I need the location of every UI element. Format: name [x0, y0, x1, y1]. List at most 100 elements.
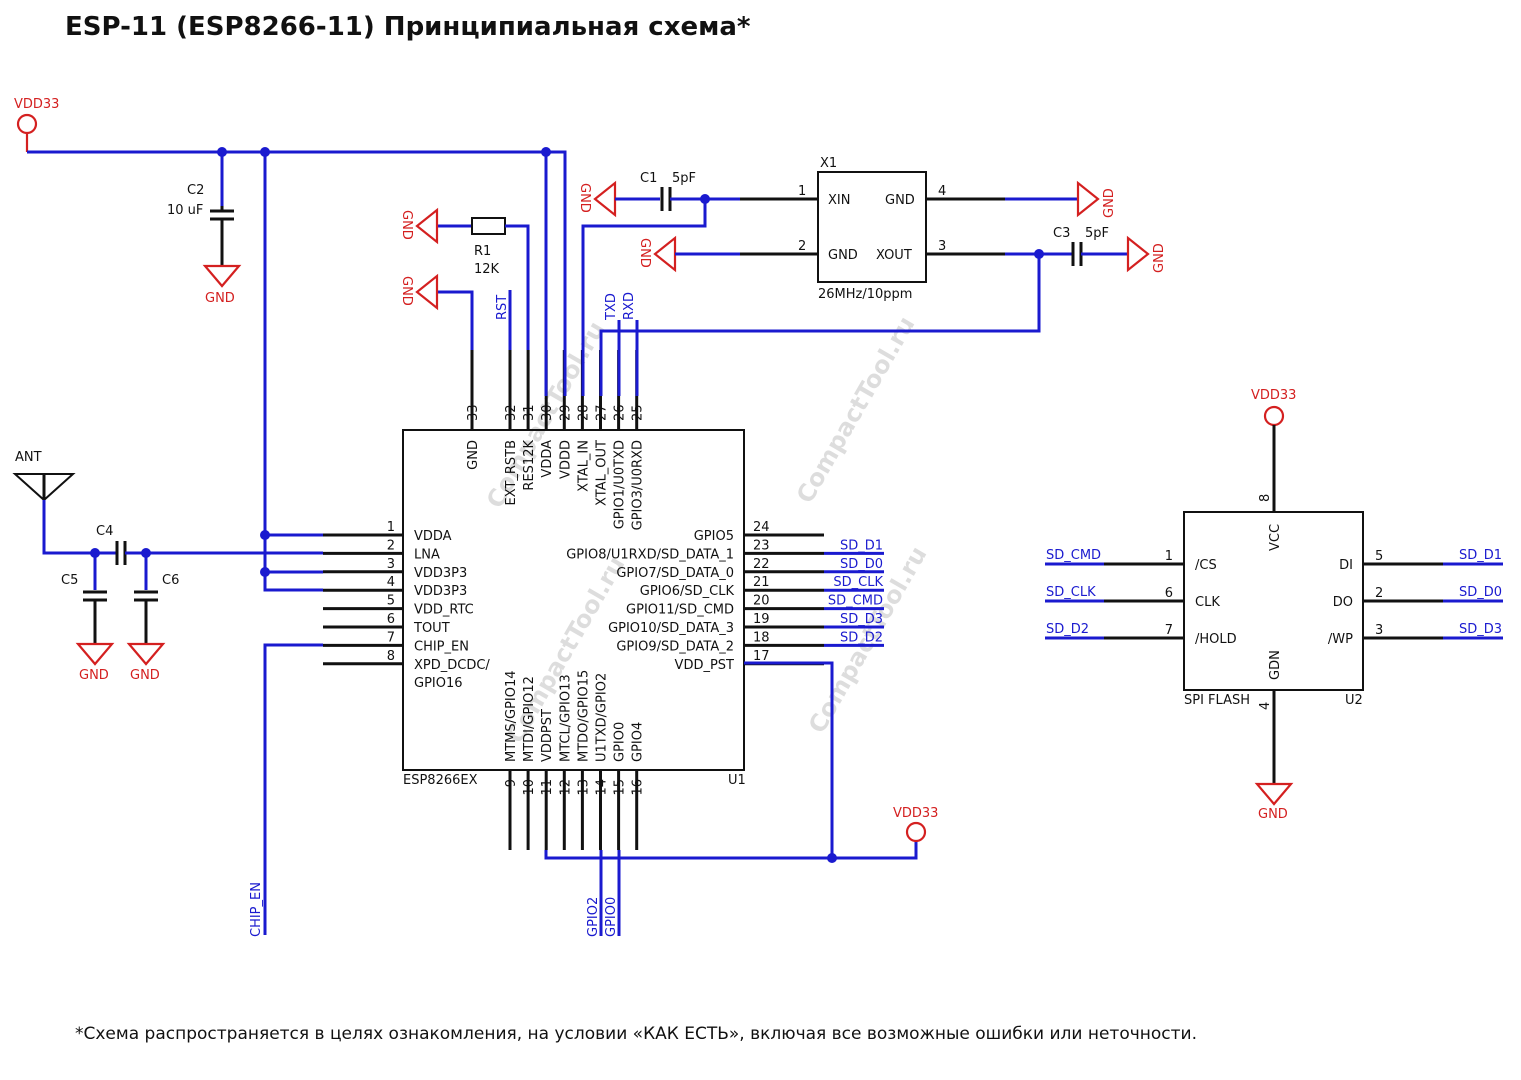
u1-pin-num-28: 28: [576, 404, 591, 421]
u2-pin4-num: 4: [1258, 702, 1273, 710]
capacitor-c2: C2 10 uF GND: [167, 183, 242, 306]
u1-pin-num-12: 12: [558, 779, 573, 796]
gpio2-label: GPIO2: [586, 897, 601, 937]
u1-part-label: ESP8266EX: [403, 773, 478, 788]
u1-pin-name-16: GPIO4: [631, 722, 646, 762]
antenna-section: ANT C4 C5 GND C6 GND: [12, 450, 323, 683]
u1-pin-num-10: 10: [522, 779, 537, 796]
esp8266-chip: ESP8266EX U1 1VDDA2LNA3VDD3P34VDD3P35VDD…: [323, 350, 884, 850]
u1-pin-name-23: GPIO8/U1RXD/SD_DATA_1: [566, 547, 734, 562]
u2-pin-num-2: 2: [1375, 586, 1383, 601]
c1-ref: C1: [640, 171, 657, 186]
gnd-label-x1-pin4: GND: [1102, 188, 1117, 218]
u1-pin-name-1: VDDA: [414, 529, 452, 544]
u1-pin-num-20: 20: [753, 594, 770, 609]
u1-pin-num-21: 21: [753, 575, 770, 590]
u1-pin-name-21: GPIO6/SD_CLK: [640, 584, 735, 599]
gnd-label-x1-pin2: GND: [637, 238, 652, 268]
u1-pin-num-4: 4: [387, 575, 395, 590]
u1-pin-num-29: 29: [558, 404, 573, 421]
gnd-label-c1: GND: [577, 183, 592, 213]
u1-pin-name-12: MTCL/GPIO13: [558, 674, 573, 762]
vdd33-symbol-u2: [1263, 405, 1285, 427]
u2-pin-name-1: /CS: [1195, 558, 1217, 573]
u1-pin-num-1: 1: [387, 520, 395, 535]
u1-right-pins: 24GPIO523GPIO8/U1RXD/SD_DATA_1SD_D122GPI…: [566, 520, 884, 673]
gnd-label-c2: GND: [205, 291, 235, 306]
r1-value: 12K: [474, 262, 500, 277]
u1-pin-name-26: GPIO1/U0TXD: [613, 440, 628, 529]
u2-ref-label: U2: [1345, 693, 1363, 708]
u2-pin-num-5: 5: [1375, 549, 1383, 564]
c1-value: 5pF: [672, 171, 696, 186]
gnd-symbol-c1: [593, 180, 617, 218]
chip-en-label: CHIP_EN: [249, 882, 264, 937]
u1-pin-num-33: 33: [466, 404, 481, 421]
u1-pin-name-31: RES12K: [522, 440, 537, 491]
u2-pin-name-6: CLK: [1195, 595, 1220, 610]
u1-pin-name-19: GPIO10/SD_DATA_3: [608, 621, 734, 636]
u1-pin-name-4: VDD3P3: [414, 584, 467, 599]
gnd-label-pin33: GND: [399, 276, 414, 306]
gnd-label-c6: GND: [130, 668, 160, 683]
u1-pin-name-17: VDD_PST: [675, 658, 735, 673]
x1-ref: X1: [820, 156, 837, 171]
gnd-symbol-c5: [75, 642, 115, 666]
gnd-symbol-c6: [126, 642, 166, 666]
u1-pin-num-17: 17: [753, 649, 770, 664]
c3-value: 5pF: [1085, 226, 1109, 241]
u2-pin-name-7: /HOLD: [1195, 632, 1237, 647]
u2-pin-num-7: 7: [1165, 623, 1173, 638]
u1-pin-name-27: XTAL_OUT: [595, 440, 610, 506]
c2-ref: C2: [187, 183, 204, 198]
u1-pin-num-7: 7: [387, 630, 395, 645]
vdd33-label-top: VDD33: [14, 97, 59, 112]
u1-pin-num-32: 32: [504, 404, 519, 421]
x1-pin2-name: GND: [828, 248, 858, 263]
u1-pin-num-24: 24: [753, 520, 770, 535]
u1-pin-name-3: VDD3P3: [414, 566, 467, 581]
u1-pin-name-5: VDD_RTC: [414, 603, 474, 618]
u1-pin-name-18: GPIO9/SD_DATA_2: [616, 639, 734, 654]
c5-ref: C5: [61, 573, 78, 588]
u1-pin-num-16: 16: [631, 779, 646, 796]
u1-pin-num-11: 11: [540, 779, 555, 796]
u1-pin-num-3: 3: [387, 557, 395, 572]
u1-pin-name-22: GPIO7/SD_DATA_0: [616, 566, 734, 581]
top-wiring: GND GND R1 12K RST TXD RXD: [399, 199, 1041, 396]
gnd-label-c5: GND: [79, 668, 109, 683]
gnd-symbol-u2: [1254, 782, 1294, 806]
u2-pin-num-6: 6: [1165, 586, 1173, 601]
gnd-symbol-c2: [202, 264, 242, 288]
u1-bottom-pins: 9MTMS/GPIO1410MTDI/GPIO1211VDDPST12MTCL/…: [504, 670, 646, 850]
gnd-label-c3: GND: [1152, 243, 1167, 273]
x1-pin1-num: 1: [798, 184, 806, 199]
u1-pin-num-31: 31: [522, 404, 537, 421]
u1-left-pins: 1VDDA2LNA3VDD3P34VDD3P35VDD_RTC6TOUT7CHI…: [323, 520, 490, 673]
u1-pin-num-2: 2: [387, 538, 395, 553]
u1-pin-name-6: TOUT: [413, 621, 450, 636]
x1-value: 26MHz/10ppm: [818, 287, 912, 302]
u1-pin-name-8: XPD_DCDC/: [414, 658, 490, 673]
u1-pin-num-23: 23: [753, 538, 770, 553]
u1-pin-name-25: GPIO3/U0RXD: [631, 440, 646, 530]
u1-pin-num-30: 30: [540, 404, 555, 421]
u1-pin-name-33: GND: [466, 440, 481, 470]
gnd-symbol-c3: [1126, 235, 1150, 273]
u2-pin8-num: 8: [1258, 494, 1273, 502]
u1-pin-num-13: 13: [576, 779, 591, 796]
u1-pin-num-6: 6: [387, 612, 395, 627]
gnd-symbol-r1: [415, 207, 439, 245]
c2-value: 10 uF: [167, 203, 203, 218]
u1-pin-num-15: 15: [613, 779, 628, 796]
x1-pin2-num: 2: [798, 239, 806, 254]
u1-pin-name-10: MTDI/GPIO12: [522, 676, 537, 762]
u1-pin-name-15: GPIO0: [613, 722, 628, 762]
u2-net-label-5: SD_D1: [1459, 548, 1502, 563]
gpio0-label: GPIO0: [604, 897, 619, 937]
x1-pin3-num: 3: [938, 239, 946, 254]
u2-pin-name-3: /WP: [1328, 632, 1353, 647]
